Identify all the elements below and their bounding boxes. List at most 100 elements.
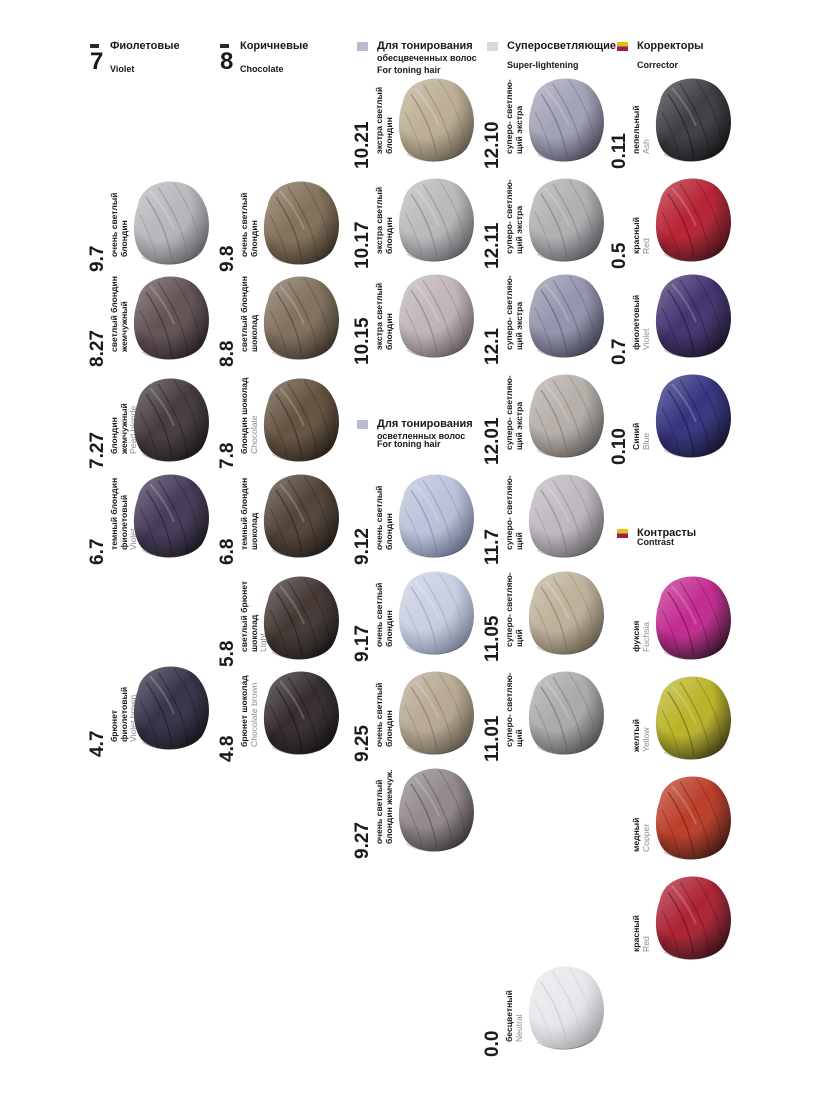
hair-swatch [393, 268, 477, 358]
shade-name-ru: светлый блондин шоколад [239, 276, 259, 352]
hair-swatch-image [398, 768, 474, 852]
hair-swatch-image [655, 776, 731, 860]
hair-swatch [393, 565, 477, 655]
hair-swatch-image [398, 178, 474, 262]
series-title-en: Violet [110, 64, 135, 74]
hair-swatch-image [398, 274, 474, 358]
shade-name: очень светлый блондин [374, 470, 394, 550]
hair-swatch-image [528, 78, 604, 162]
hair-swatch-image [655, 374, 731, 458]
series-title-en: Corrector [637, 60, 679, 70]
shade-name-ru: экстра светлый блондин [374, 186, 394, 254]
hair-swatch [523, 565, 607, 655]
hair-swatch-image [263, 276, 339, 360]
shade-name: экстра светлый блондин [374, 74, 394, 154]
hair-swatch [393, 468, 477, 558]
shade-code: 0.5 [609, 242, 630, 269]
hair-swatch [258, 175, 342, 265]
hair-swatch-image [528, 374, 604, 458]
hair-swatch-image [398, 78, 474, 162]
header-toning-bleached: Для тонирования обесцвеченных волос For … [357, 40, 482, 76]
hair-swatch [650, 770, 734, 860]
series-title-ru: Для тонирования [377, 418, 473, 430]
hair-swatch-image [398, 571, 474, 655]
hair-swatch-image [263, 671, 339, 755]
shade-name-ru: суперо- светляю- щий экстра [504, 79, 524, 154]
series-subtitle-ru: осветленных волос [377, 431, 466, 441]
hair-swatch-image [528, 966, 604, 1050]
series-title-ru: Коричневые [240, 40, 309, 52]
series-number: 8 [220, 48, 234, 75]
shade-name: светлый блондин шоколад [239, 272, 259, 352]
shade-name-ru: светлый блондин жемчужный [109, 276, 129, 352]
hair-swatch [393, 762, 477, 852]
hair-swatch-image [263, 576, 339, 660]
hair-swatch [128, 270, 212, 360]
shade-code: 6.8 [217, 538, 238, 565]
header-chocolate: 8 Коричневые Chocolate [220, 40, 340, 80]
header-color-square [357, 420, 368, 429]
header-bar [220, 44, 229, 48]
shade-name: темный блондин шоколад [239, 470, 259, 550]
shade-code: 12.10 [482, 121, 503, 169]
hair-swatch-image [133, 378, 209, 462]
series-title-ru: Фиолетовые [110, 40, 180, 52]
shade-name: суперо- светляю- щий [504, 470, 524, 550]
shade-code: 9.8 [217, 245, 238, 272]
shade-name-ru: суперо- светляю- щий экстра [504, 375, 524, 450]
hair-swatch [650, 368, 734, 458]
shade-code: 6.7 [87, 538, 108, 565]
shade-name: очень светлый блондин [374, 667, 394, 747]
series-title-en: Chocolate [240, 64, 284, 74]
shade-code: 7.27 [87, 432, 108, 469]
hair-swatch-image [655, 274, 731, 358]
hair-swatch [650, 172, 734, 262]
series-title-en: Contrast [637, 537, 675, 547]
shade-name: очень светлый блондин [239, 177, 259, 257]
hair-swatch-image [528, 671, 604, 755]
hair-swatch-image [655, 676, 731, 760]
hair-swatch-image [528, 474, 604, 558]
series-subtitle-ru: обесцвеченных волос [377, 53, 477, 63]
shade-name: суперо- светляю- щий экстра [504, 74, 524, 154]
shade-code: 0.11 [609, 133, 630, 169]
shade-code: 0.10 [609, 428, 630, 465]
shade-code: 11.01 [482, 715, 503, 763]
hair-swatch [128, 372, 212, 462]
hair-swatch-image [133, 666, 209, 750]
shade-code: 10.17 [352, 221, 373, 269]
hair-swatch-image [528, 274, 604, 358]
shade-name-ru: суперо- светляю- щий [504, 572, 524, 647]
series-title-ru: Суперосветляющие [507, 40, 617, 52]
header-bar [90, 44, 99, 48]
hair-swatch [523, 268, 607, 358]
hair-swatch-image [398, 474, 474, 558]
shade-code: 10.21 [352, 121, 373, 169]
shade-code: 9.25 [352, 725, 373, 762]
shade-code: 9.27 [352, 822, 373, 859]
hair-swatch [128, 175, 212, 265]
header-color-square [487, 42, 498, 51]
shade-code: 9.7 [87, 245, 108, 272]
